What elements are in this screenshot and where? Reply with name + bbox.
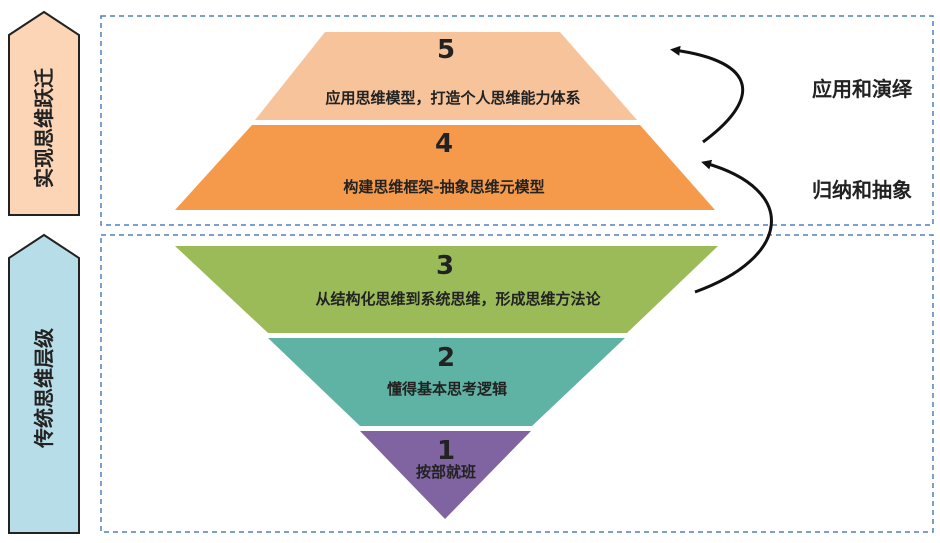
level-2-band: [268, 338, 625, 426]
level-4-text: 构建思维框架-抽象思维元模型: [343, 178, 544, 196]
level-3-number: 3: [436, 251, 454, 281]
level-1-text: 按部就班: [416, 463, 476, 481]
level-3-band: [175, 246, 718, 333]
apply-deduce-arrow: [670, 45, 745, 144]
level-5-text: 应用思维模型，打造个人思维能力体系: [325, 89, 580, 107]
induce-abstract-label: 归纳和抽象: [812, 178, 912, 202]
apply-deduce-label: 应用和演绎: [812, 77, 913, 101]
level-2-text: 懂得基本思考逻辑: [386, 380, 507, 398]
top-side-arrow: [8, 10, 80, 216]
level-3-text: 从结构化思维到系统思维，形成思维方法论: [315, 290, 601, 308]
level-2-number: 2: [437, 343, 455, 373]
level-5-band: [255, 32, 637, 120]
top-side-label: 实现思维跃迁: [32, 68, 56, 188]
level-5-number: 5: [437, 35, 455, 65]
level-1-band: [360, 431, 531, 519]
upper-group-box: [100, 15, 934, 226]
level-4-band: [175, 125, 715, 210]
lower-group-box: [100, 234, 934, 533]
induce-abstract-arrow: [694, 159, 773, 294]
bottom-side-label: 传统思维层级: [32, 328, 56, 449]
bottom-side-arrow: [8, 233, 80, 534]
level-1-number: 1: [437, 436, 455, 466]
level-4-number: 4: [435, 129, 453, 159]
